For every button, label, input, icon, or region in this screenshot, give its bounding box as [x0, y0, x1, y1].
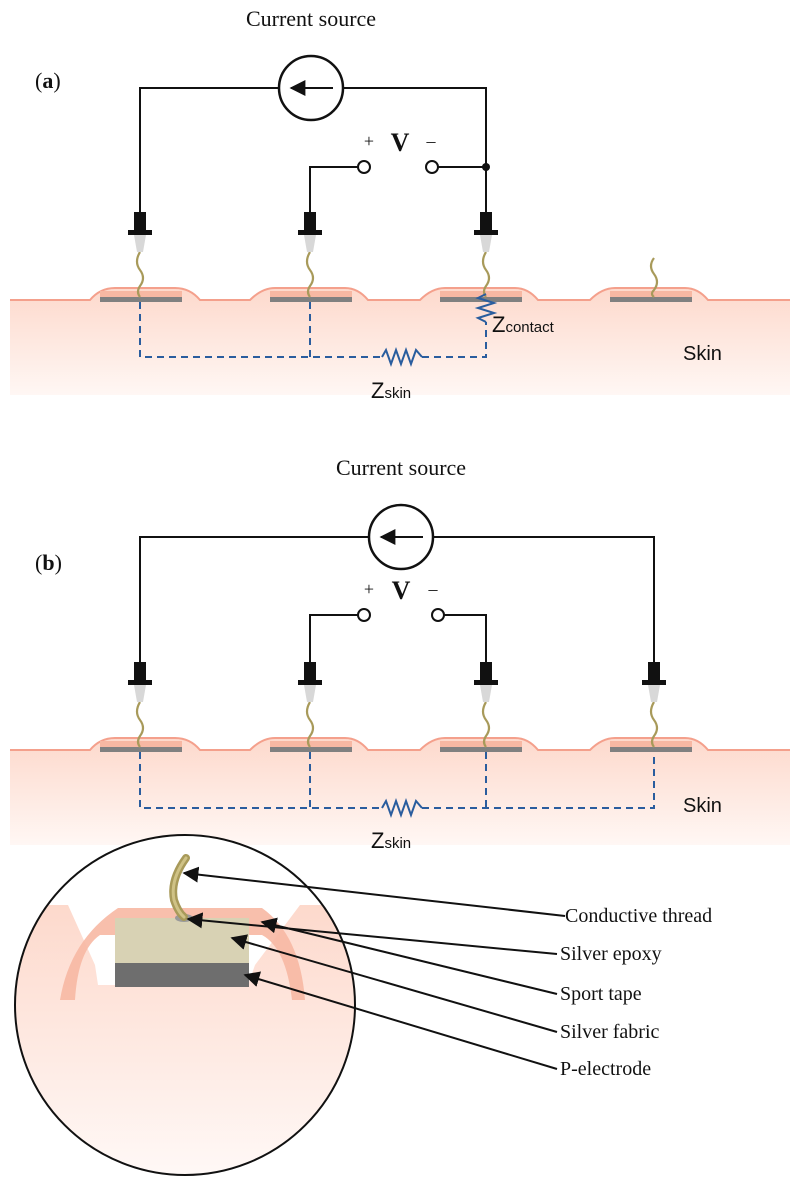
terminal-minus-a [425, 160, 439, 174]
detail-circle-outline [14, 834, 356, 1176]
panel-label-a: (a) [35, 68, 61, 93]
z-skin-label-a: Zskin [371, 378, 411, 403]
electrode-pad-a4 [610, 291, 692, 302]
thread-a1 [135, 251, 145, 298]
voltage-wire-plus-b [309, 614, 358, 662]
electrode-pad-b4 [610, 741, 692, 752]
current-source-title-a: Current source [246, 6, 376, 31]
electrode-pad-b2 [270, 741, 352, 752]
electrode-pad-b1 [100, 741, 182, 752]
thread-b2 [305, 701, 315, 748]
callout-conductive-thread: Conductive thread [565, 905, 712, 927]
panel-label-b: (b) [35, 550, 62, 575]
skin-surface-b [10, 738, 790, 845]
connector-a2 [298, 212, 322, 252]
voltage-plus-a: + [364, 131, 374, 151]
electrode-pad-b3 [440, 741, 522, 752]
skin-outline-b [10, 737, 790, 751]
skin-surface-a [10, 288, 790, 395]
terminal-plus-b [357, 608, 371, 622]
voltage-minus-a: – [426, 131, 437, 151]
thread-b1 [135, 701, 145, 748]
electrode-pad-a2 [270, 291, 352, 302]
thread-a4 [649, 257, 659, 298]
detail-skin [15, 905, 355, 1175]
detail-silver-fabric [115, 918, 249, 963]
thread-a3 [481, 251, 491, 298]
thread-b3 [481, 701, 491, 748]
z-contact-label-a: Zcontact [492, 312, 555, 337]
skin-path-dashed-b [139, 752, 655, 809]
callout-sport-tape: Sport tape [560, 983, 642, 1005]
voltage-wire-plus-a [309, 166, 358, 212]
z-contact-resistor-a [474, 293, 498, 323]
connector-a3 [474, 212, 498, 252]
junction-dot-a [482, 163, 490, 171]
voltage-plus-b: + [364, 579, 374, 599]
callout-arrow-electrode [243, 971, 558, 1070]
detail-p-electrode [115, 963, 249, 987]
z-skin-resistor-a [381, 347, 423, 367]
panel-b: Current source (b) + V – Zskin Skin [10, 455, 790, 853]
connector-b3 [474, 662, 498, 702]
electrode-pad-a1 [100, 291, 182, 302]
z-skin-label-b: Zskin [371, 828, 411, 853]
z-skin-resistor-b [381, 798, 423, 818]
voltage-symbol-a: V [391, 128, 410, 157]
connector-b4 [642, 662, 666, 702]
skin-label-a: Skin [683, 343, 722, 365]
panel-a: Current source (a) + V – Zcontact Zskin … [10, 6, 790, 403]
connector-a1 [128, 212, 152, 252]
skin-label-b: Skin [683, 795, 722, 817]
voltage-wire-minus-b [444, 614, 487, 662]
voltage-minus-b: – [428, 579, 439, 599]
callout-arrow-thread [182, 866, 566, 917]
thread-a2 [305, 251, 315, 298]
connector-b1 [128, 662, 152, 702]
terminal-plus-a [357, 160, 371, 174]
callout-arrow-fabric [230, 934, 558, 1033]
skin-path-dashed-a [139, 302, 487, 358]
current-source-wire-b [139, 536, 655, 662]
callout-p-electrode: P-electrode [560, 1058, 651, 1080]
current-source-a [277, 54, 345, 122]
callout-arrow-tape [260, 917, 558, 995]
current-source-b [367, 503, 435, 571]
skin-outline-a [10, 287, 790, 301]
current-source-title-b: Current source [336, 455, 466, 480]
voltage-symbol-b: V [392, 576, 411, 605]
electrode-detail-zoom: Conductive thread Silver epoxy Sport tap… [14, 834, 712, 1176]
terminal-minus-b [431, 608, 445, 622]
thread-b4 [649, 701, 659, 748]
callout-arrow-epoxy [186, 912, 558, 955]
connector-b2 [298, 662, 322, 702]
callout-silver-fabric: Silver fabric [560, 1021, 660, 1043]
callout-silver-epoxy: Silver epoxy [560, 943, 662, 965]
